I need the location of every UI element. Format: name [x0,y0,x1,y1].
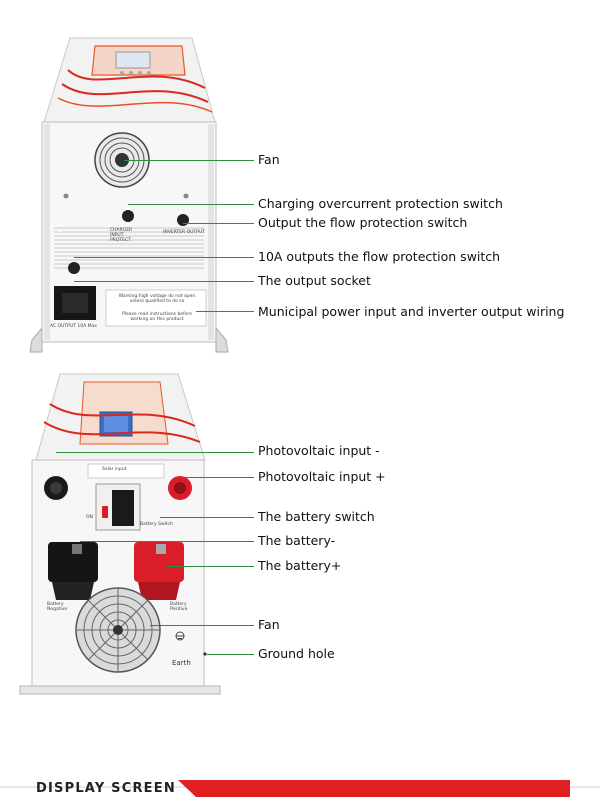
inverter-bottom-illustration [19,373,221,695]
callout-output-switch: Output the flow protection switch [258,215,468,230]
footer-banner [0,780,600,797]
callout-ground-hole: Ground hole [258,646,335,661]
inverter-top-illustration [29,37,229,353]
footer-accent [178,780,570,797]
callout-pv-negative: Photovoltaic input - [258,443,380,458]
socket-label: AC OUTPUT 10A Max [50,324,97,329]
callout-output-socket: The output socket [258,273,371,288]
callout-battery-positive: The battery+ [258,558,342,573]
battery-switch-label: Battery Switch [140,522,173,527]
section-title: DISPLAY SCREEN [36,781,176,796]
callout-fan-bottom: Fan [258,617,280,632]
callout-pv-positive: Photovoltaic input + [258,469,386,484]
switch-on-label: ON [86,515,93,520]
battery-negative-label: Battery Negative [47,602,68,612]
earth-label: Earth [172,659,191,667]
charge-switch-label: CHARGER INPUT PROTECT [110,228,133,243]
instructions-label: Please read instructions before working … [122,312,192,322]
callout-fan-top: Fan [258,152,280,167]
callout-wiring: Municipal power input and inverter outpu… [258,304,565,319]
callout-10a-switch: 10A outputs the flow protection switch [258,249,501,264]
battery-positive-label: Battery Positive [170,602,188,612]
callout-battery-negative: The battery- [258,533,336,548]
solar-input-label: Solar input [102,467,127,472]
callout-charging-switch: Charging overcurrent protection switch [258,196,503,211]
callout-battery-switch: The battery switch [258,509,375,524]
output-switch-label: INVERTER OUTPUT [163,230,205,235]
warning-label: Warning:high voltage do not open unless … [118,294,196,304]
